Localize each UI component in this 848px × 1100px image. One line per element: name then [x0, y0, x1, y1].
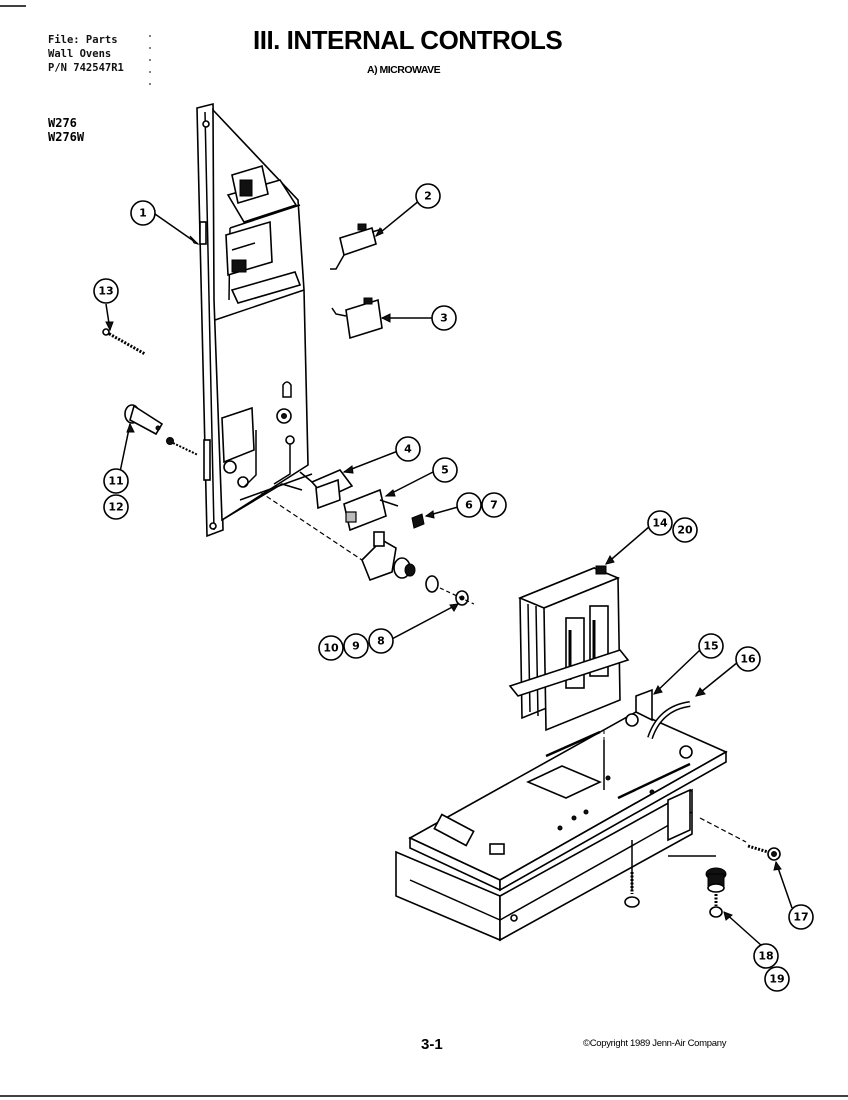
callout-16: 16	[735, 646, 761, 672]
callout-19: 19	[764, 966, 790, 992]
page-subtitle: A) MICROWAVE	[367, 64, 441, 76]
model-number: W276W	[48, 130, 85, 144]
leader-arrows	[105, 226, 782, 921]
callout-7: 7	[481, 492, 507, 518]
interlock-switch	[330, 223, 383, 270]
latch-switch	[343, 488, 425, 532]
base-screw	[624, 872, 640, 908]
callout-13: 13	[93, 278, 119, 304]
callout-14: 14	[647, 510, 673, 536]
callout-4: 4	[395, 436, 421, 462]
leveling-foot	[705, 867, 727, 918]
callout-label: 8	[377, 635, 385, 648]
control-base-plate	[395, 688, 728, 942]
copyright-notice: ©Copyright 1989 Jenn-Air Company	[583, 1038, 727, 1049]
callout-label: 15	[703, 640, 718, 653]
callout-11: 11	[103, 468, 129, 494]
category-line: Wall Ovens	[48, 48, 112, 60]
callout-label: 5	[441, 464, 449, 477]
file-info: File: Parts Wall Ovens P/N 742547R1	[48, 33, 124, 75]
callout-label: 7	[490, 499, 498, 512]
callout-label: 9	[352, 640, 360, 653]
page-number: 3-1	[421, 1036, 443, 1053]
callout-label: 13	[98, 285, 113, 298]
switch-actuator-assembly	[259, 491, 475, 606]
callout-label: 3	[440, 312, 448, 325]
callout-label: 16	[740, 653, 756, 666]
callout-15: 15	[698, 633, 724, 659]
ground-wire	[647, 701, 691, 740]
callout-label: 14	[652, 517, 668, 530]
callout-label: 17	[793, 911, 808, 924]
hinge-pin	[124, 404, 164, 436]
wire-tie	[102, 328, 146, 356]
callout-18: 18	[753, 943, 779, 969]
door-switch	[299, 469, 354, 510]
callout-label: 10	[323, 642, 339, 655]
callout-label: 12	[108, 501, 123, 514]
callout-2: 2	[415, 183, 441, 209]
callout-1: 1	[130, 200, 156, 226]
page-title: III. INTERNAL CONTROLS	[253, 25, 563, 55]
hex-screw	[699, 817, 781, 861]
callout-20: 20	[672, 517, 698, 543]
callout-5: 5	[432, 457, 458, 483]
callout-label: 20	[677, 524, 693, 537]
monitor-switch	[331, 297, 383, 340]
callout-label: 6	[465, 499, 473, 512]
callout-10: 10	[318, 635, 344, 661]
part-number-line: P/N 742547R1	[48, 62, 124, 74]
file-line: File: Parts	[48, 34, 118, 46]
callout-17: 17	[788, 904, 814, 930]
model-number: W276	[48, 116, 77, 130]
callout-label: 2	[424, 190, 432, 203]
callout-label: 19	[769, 973, 784, 986]
callout-12: 12	[103, 494, 129, 520]
callout-label: 11	[108, 475, 123, 488]
mounting-screw	[166, 437, 199, 456]
callout-6: 6	[456, 492, 482, 518]
callout-label: 4	[404, 443, 412, 456]
callout-3: 3	[431, 305, 457, 331]
model-list: W276 W276W	[48, 116, 84, 144]
callout-label: 18	[758, 950, 773, 963]
control-panel-bracket	[196, 102, 313, 538]
callout-8: 8	[368, 628, 394, 654]
callout-label: 1	[139, 207, 147, 220]
callout-9: 9	[343, 633, 369, 659]
transformer	[508, 565, 630, 732]
